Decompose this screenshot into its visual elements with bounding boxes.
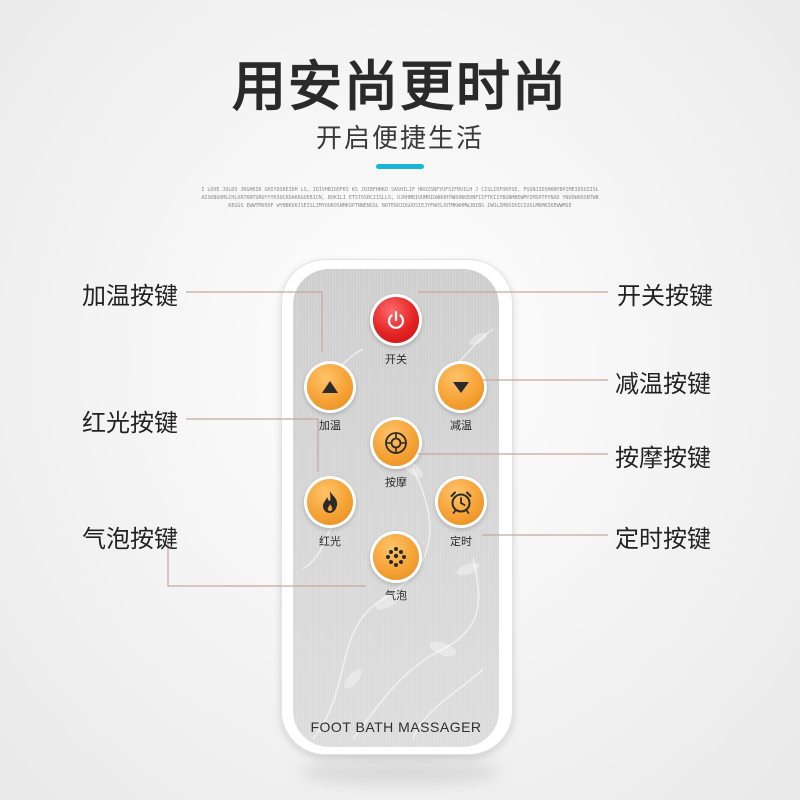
callout-bubble: 气泡按键 (82, 525, 178, 553)
callout-warm-up: 加温按键 (82, 282, 178, 310)
timer-button-label: 定时 (450, 535, 472, 548)
callout-massage: 按摩按键 (615, 444, 711, 472)
bubbles-icon (386, 547, 406, 567)
leader-red-light (186, 418, 319, 472)
leader-bubble (167, 540, 366, 587)
flame-icon (323, 491, 338, 513)
remote-shadow (300, 760, 500, 784)
red-light-button-label: 红光 (319, 535, 341, 548)
fine-print: I LOVE JOLDS JKGHKIK GHIYDSKEIDH LS, IDI… (201, 187, 599, 209)
callout-power: 开关按键 (617, 282, 713, 310)
timer-button[interactable] (438, 479, 484, 525)
remote-control: 开关 加温 减温 按摩 (281, 259, 513, 755)
triangle-up-icon (322, 381, 338, 393)
power-icon (387, 310, 405, 329)
massage-icon (385, 432, 407, 454)
warm-down-button[interactable] (438, 364, 484, 410)
leader-warm-up (186, 291, 323, 352)
warm-down-button-label: 减温 (450, 419, 472, 432)
callout-red-light: 红光按键 (82, 409, 178, 437)
accent-bar (376, 164, 424, 169)
power-button[interactable] (373, 297, 419, 343)
warm-up-button-label: 加温 (319, 419, 341, 432)
callout-warm-down: 减温按键 (615, 370, 711, 398)
warm-up-button[interactable] (307, 364, 353, 410)
massage-button-label: 按摩 (385, 476, 407, 489)
page-subtitle: 开启便捷生活 (315, 124, 484, 154)
brand-label: FOOT BATH MASSAGER (310, 719, 482, 735)
bubble-button[interactable] (373, 534, 419, 580)
triangle-down-icon (453, 382, 469, 393)
alarm-clock-icon (450, 491, 472, 514)
remote-panel: 开关 加温 减温 按摩 (293, 269, 499, 747)
callout-timer: 定时按键 (615, 525, 711, 553)
massage-button[interactable] (373, 420, 419, 466)
red-light-button[interactable] (307, 479, 353, 525)
power-button-label: 开关 (385, 353, 407, 366)
page-title: 用安尚更时尚 (232, 55, 568, 118)
bubble-button-label: 气泡 (385, 589, 407, 602)
